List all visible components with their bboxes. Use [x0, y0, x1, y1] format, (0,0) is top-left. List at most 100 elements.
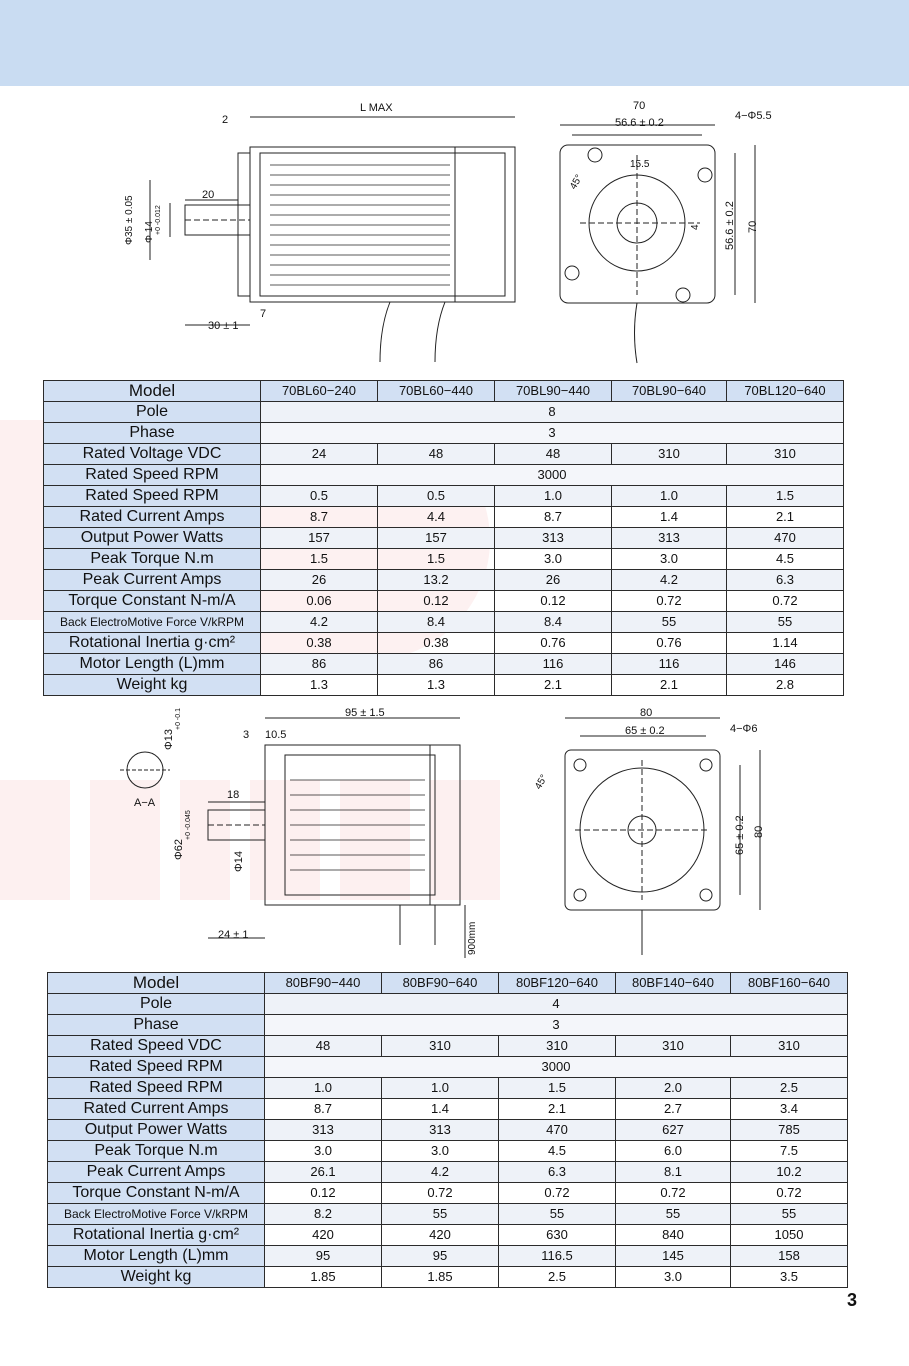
header-band: [0, 0, 909, 86]
table-cell: 3.0: [494, 548, 612, 570]
table-cell: 8.4: [494, 611, 612, 633]
table-cell: 0.38: [377, 632, 495, 654]
table-cell: 313: [494, 527, 612, 549]
dim-shaft-tol: +0 -0.012: [155, 205, 162, 235]
table-cell: 0.76: [611, 632, 727, 654]
model-name: 80BF140−640: [615, 972, 731, 994]
dim-20: 20: [202, 189, 214, 201]
table-cell: 1.3: [260, 674, 378, 696]
motor-drawing-70bl: L MAX 2 20 Φ35 ± 0.05 Φ 14 +0 -0.012 30 …: [124, 100, 772, 364]
dim-7: 7: [260, 308, 266, 320]
table-cell: 470: [726, 527, 844, 549]
table-cell: 0.76: [494, 632, 612, 654]
table-cell: 26: [494, 569, 612, 591]
model-name: 70BL60−240: [260, 380, 378, 402]
table-cell: 2.1: [498, 1098, 616, 1120]
table-cell: 4.2: [611, 569, 727, 591]
table-cell: 146: [726, 653, 844, 675]
table-cell: 4.5: [498, 1140, 616, 1162]
table-cell: 630: [498, 1224, 616, 1246]
table-cell: 1.5: [726, 485, 844, 507]
lead-length: 900mm: [467, 922, 478, 955]
row-label: Rated Current Amps: [43, 506, 261, 528]
table-cell: 1.0: [494, 485, 612, 507]
table-cell: 8.1: [615, 1161, 731, 1183]
table-cell: 145: [615, 1245, 731, 1267]
table-cell: 4.2: [260, 611, 378, 633]
model-label: Model: [47, 972, 265, 994]
table-cell: 785: [730, 1119, 848, 1141]
table-cell: 1050: [730, 1224, 848, 1246]
table-cell: 0.06: [260, 590, 378, 612]
front-dim-65: 65 ± 0.2: [625, 725, 665, 737]
row-label: Torque Constant N-m/A: [47, 1182, 265, 1204]
table-cell: 0.72: [726, 590, 844, 612]
row-label: Rated Current Amps: [47, 1098, 265, 1120]
front-dim-155: 15.5: [630, 159, 650, 170]
model-name: 80BF120−640: [498, 972, 616, 994]
table-cell: 48: [264, 1035, 382, 1057]
table-cell: 313: [611, 527, 727, 549]
table-cell: 420: [264, 1224, 382, 1246]
merged-cell: 4: [264, 993, 848, 1015]
table-cell: 10.2: [730, 1161, 848, 1183]
side-dim-65: 65 ± 0.2: [734, 815, 746, 855]
model-name: 70BL60−440: [377, 380, 495, 402]
dim-105: 10.5: [265, 729, 286, 741]
row-label: Rated Speed RPM: [43, 464, 261, 486]
model-name: 80BF160−640: [730, 972, 848, 994]
table-cell: 2.5: [498, 1266, 616, 1288]
row-label: Pole: [47, 993, 265, 1015]
row-label: Peak Torque N.m: [47, 1140, 265, 1162]
table-cell: 55: [726, 611, 844, 633]
table-cell: 3.4: [730, 1098, 848, 1120]
row-label: Peak Current Amps: [43, 569, 261, 591]
table-cell: 24: [260, 443, 378, 465]
front-angle-80: 45°: [533, 773, 550, 792]
pilot-tol: +0 -0.045: [185, 810, 192, 840]
table-cell: 0.12: [494, 590, 612, 612]
row-label: Rated Voltage VDC: [43, 443, 261, 465]
table-cell: 627: [615, 1119, 731, 1141]
row-label: Output Power Watts: [47, 1119, 265, 1141]
row-label: Peak Current Amps: [47, 1161, 265, 1183]
merged-cell: 3: [264, 1014, 848, 1036]
table-cell: 0.38: [260, 632, 378, 654]
table-cell: 4.4: [377, 506, 495, 528]
pilot-dia: Φ62: [173, 839, 185, 860]
merged-cell: 8: [260, 401, 844, 423]
side-dim-566: 56.6 ± 0.2: [724, 201, 736, 250]
table-cell: 26: [260, 569, 378, 591]
row-label: Phase: [47, 1014, 265, 1036]
table-cell: 158: [730, 1245, 848, 1267]
table-cell: 0.72: [381, 1182, 499, 1204]
table-cell: 310: [498, 1035, 616, 1057]
table-cell: 48: [377, 443, 495, 465]
dim-95: 95 ± 1.5: [345, 707, 385, 719]
table-cell: 1.4: [611, 506, 727, 528]
table-cell: 55: [615, 1203, 731, 1225]
table-cell: 8.2: [264, 1203, 382, 1225]
table-cell: 55: [498, 1203, 616, 1225]
table-cell: 1.4: [381, 1098, 499, 1120]
table-cell: 2.1: [726, 506, 844, 528]
table-cell: 0.5: [260, 485, 378, 507]
row-label: Output Power Watts: [43, 527, 261, 549]
table-cell: 26.1: [264, 1161, 382, 1183]
table-cell: 55: [611, 611, 727, 633]
